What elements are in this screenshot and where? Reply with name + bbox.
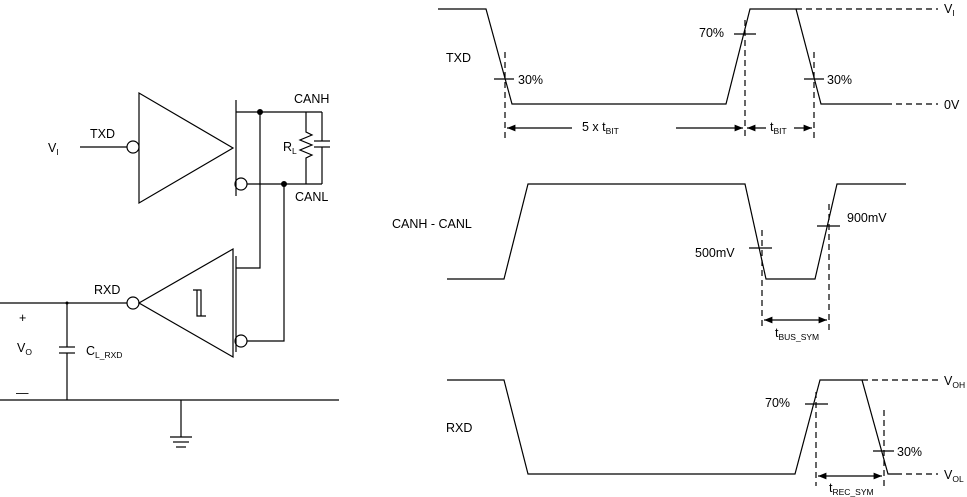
five-tbit-label: 5 x tBIT — [582, 120, 619, 136]
vi-level-label: VI — [944, 2, 955, 18]
canh-label: CANH — [294, 92, 329, 106]
test-circuit: VI TXD CANH CANL RL — [0, 91, 339, 448]
voh-level-label: VOH — [944, 374, 965, 390]
zero-v-label: 0V — [944, 98, 960, 112]
receiver-minus-bubble — [234, 334, 248, 348]
driver-triangle — [138, 91, 235, 205]
receiver-canl-connection — [247, 184, 285, 342]
plus-sign: + — [19, 311, 26, 325]
tbit-label: tBIT — [770, 120, 787, 136]
minus-sign: — — [16, 386, 29, 400]
vi-input-label: VI — [48, 141, 59, 157]
txd-pin-label: TXD — [90, 127, 115, 141]
txd-waveform-label: TXD — [446, 51, 471, 65]
vol-level-label: VOL — [944, 468, 964, 484]
driver-inverting-bubble — [126, 140, 140, 154]
can-500mv-label: 500mV — [695, 246, 735, 260]
can-differential-waveform — [447, 183, 906, 280]
rxd-70pct-label: 70% — [765, 396, 790, 410]
hysteresis-symbol-right — [196, 290, 206, 317]
txd-waveform — [438, 8, 886, 105]
rxd-pin-label: RXD — [94, 283, 120, 297]
canl-label: CANL — [295, 190, 328, 204]
txd-30pct-right-label: 30% — [827, 73, 852, 87]
txd-70pct-label: 70% — [699, 26, 724, 40]
hysteresis-symbol-left — [193, 289, 202, 316]
vo-label: VO — [17, 341, 32, 357]
timing-diagrams: TXD VI 0V 30% 70% 30% 5 x tBIT tBIT CANH… — [392, 2, 965, 497]
txd-30pct-left-label: 30% — [518, 73, 543, 87]
rl-resistor — [298, 112, 314, 184]
can-waveform-label: CANH - CANL — [392, 217, 472, 231]
receiver-inverting-bubble — [126, 296, 140, 310]
five-tbit-label-bg — [572, 118, 676, 136]
rl-label: RL — [283, 140, 297, 156]
rxd-waveform-label: RXD — [446, 421, 472, 435]
rxd-30pct-label: 30% — [897, 445, 922, 459]
receiver-triangle — [137, 247, 234, 359]
cl-label: CL_RXD — [86, 344, 122, 360]
receiver-canh-connection — [236, 112, 261, 269]
canl-inverting-bubble — [234, 177, 248, 191]
trec-sym-label: tREC_SYM — [829, 481, 874, 497]
rxd-waveform — [447, 379, 896, 475]
can-900mv-label: 900mV — [847, 211, 887, 225]
tbit-label-bg — [766, 118, 794, 136]
tbus-sym-label: tBUS_SYM — [775, 326, 819, 342]
